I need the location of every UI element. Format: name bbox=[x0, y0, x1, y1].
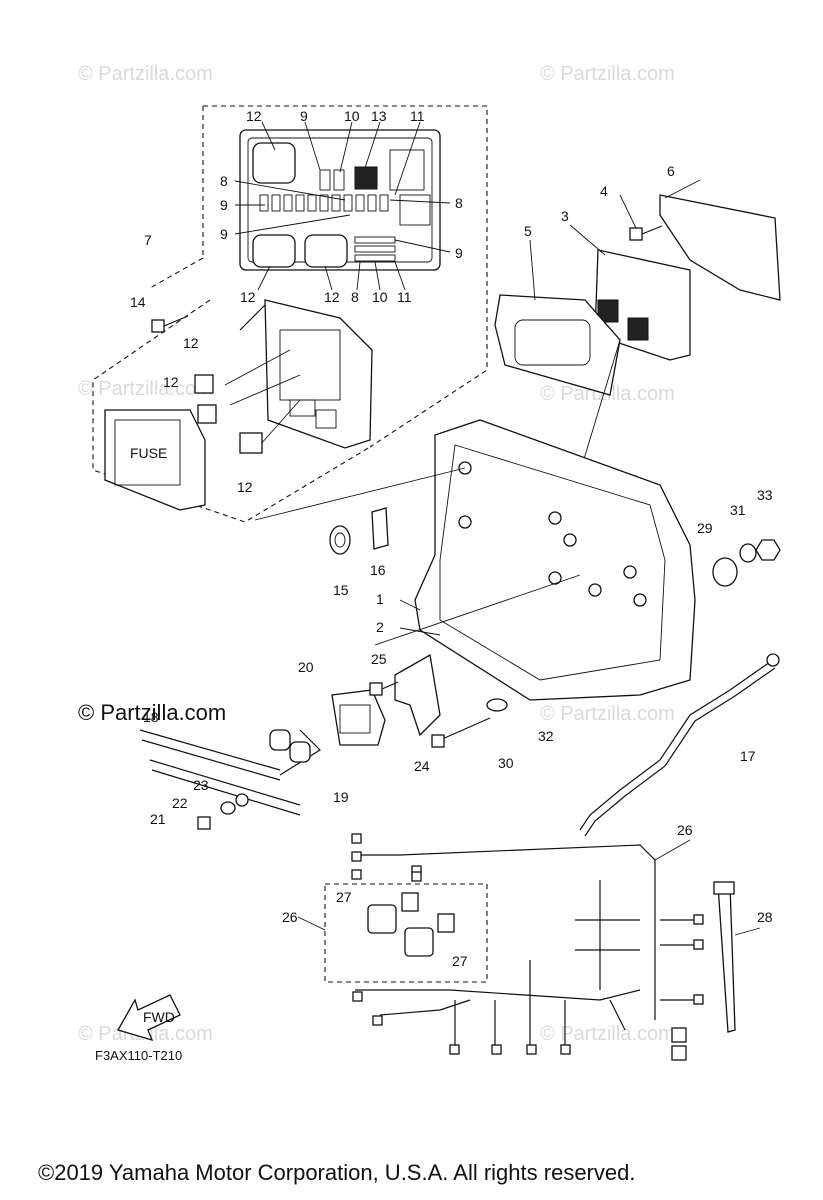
callout: 28 bbox=[757, 909, 773, 925]
wire-harness bbox=[297, 833, 761, 1061]
callout: 23 bbox=[193, 777, 209, 793]
callout: 1 bbox=[376, 591, 384, 607]
callout: 25 bbox=[371, 651, 387, 667]
callout: 14 bbox=[130, 294, 146, 310]
copyright-notice: ©2019 Yamaha Motor Corporation, U.S.A. A… bbox=[38, 1160, 635, 1185]
callout: 30 bbox=[498, 755, 514, 771]
callout: 29 bbox=[697, 520, 713, 536]
callout: 10 bbox=[344, 108, 360, 124]
watermark: © Partzilla.com bbox=[540, 63, 675, 85]
callout: 3 bbox=[561, 208, 569, 224]
callout: 16 bbox=[370, 562, 386, 578]
watermark: © Partzilla.com bbox=[78, 63, 213, 85]
callout: 12 bbox=[324, 289, 340, 305]
callout: 26 bbox=[282, 909, 298, 925]
battery-cables bbox=[139, 729, 321, 830]
callout: 9 bbox=[220, 197, 228, 213]
relay-bracket-parts bbox=[331, 653, 508, 748]
callout: 27 bbox=[452, 953, 468, 969]
callout: 2 bbox=[376, 619, 384, 635]
watermark: © Partzilla.com bbox=[540, 703, 675, 725]
fuse-box-inset: FUSE bbox=[92, 105, 488, 523]
callout: 11 bbox=[397, 289, 412, 305]
callout: 12 bbox=[246, 108, 262, 124]
cable-17 bbox=[579, 653, 780, 837]
callout: 9 bbox=[300, 108, 308, 124]
callout: 5 bbox=[524, 223, 532, 239]
callout: 19 bbox=[333, 789, 349, 805]
callout: 26 bbox=[677, 822, 693, 838]
callout: 8 bbox=[455, 195, 463, 211]
callout: 21 bbox=[150, 811, 166, 827]
callout: 17 bbox=[740, 748, 756, 764]
callout: 12 bbox=[183, 335, 199, 351]
ecu-assembly bbox=[494, 179, 781, 556]
callout: 10 bbox=[372, 289, 388, 305]
callout: 7 bbox=[144, 232, 152, 248]
callout: 4 bbox=[600, 183, 608, 199]
callouts: 12 9 10 13 11 8 9 9 8 9 12 12 8 10 11 7 … bbox=[130, 108, 773, 969]
callout: 11 bbox=[410, 108, 425, 124]
callout: 20 bbox=[298, 659, 314, 675]
callout: 12 bbox=[237, 479, 253, 495]
callout: 8 bbox=[220, 173, 228, 189]
watermark: © Partzilla.com bbox=[78, 378, 213, 400]
callout: 9 bbox=[220, 226, 228, 242]
callout: 33 bbox=[757, 487, 773, 503]
callout: 6 bbox=[667, 163, 675, 179]
callout: 27 bbox=[336, 889, 352, 905]
watermark-main: © Partzilla.com bbox=[78, 700, 226, 725]
fwd-label: FWD bbox=[143, 1009, 175, 1025]
fuse-cover-label: FUSE bbox=[130, 445, 167, 461]
watermark: © Partzilla.com bbox=[540, 1023, 675, 1045]
callout: 24 bbox=[414, 758, 430, 774]
callout: 12 bbox=[240, 289, 256, 305]
callout: 12 bbox=[163, 374, 179, 390]
fwd-arrow: FWD bbox=[117, 994, 181, 1042]
diagram-code: F3AX110-T210 bbox=[95, 1048, 182, 1063]
small-parts bbox=[329, 507, 781, 587]
callout: 15 bbox=[333, 582, 349, 598]
callout: 18 bbox=[143, 709, 159, 725]
callout: 22 bbox=[172, 795, 188, 811]
callout: 13 bbox=[371, 108, 387, 124]
callout: 8 bbox=[351, 289, 359, 305]
housing-plate bbox=[254, 419, 696, 701]
callout: 31 bbox=[730, 502, 746, 518]
callout: 32 bbox=[538, 728, 554, 744]
callout: 9 bbox=[455, 245, 463, 261]
